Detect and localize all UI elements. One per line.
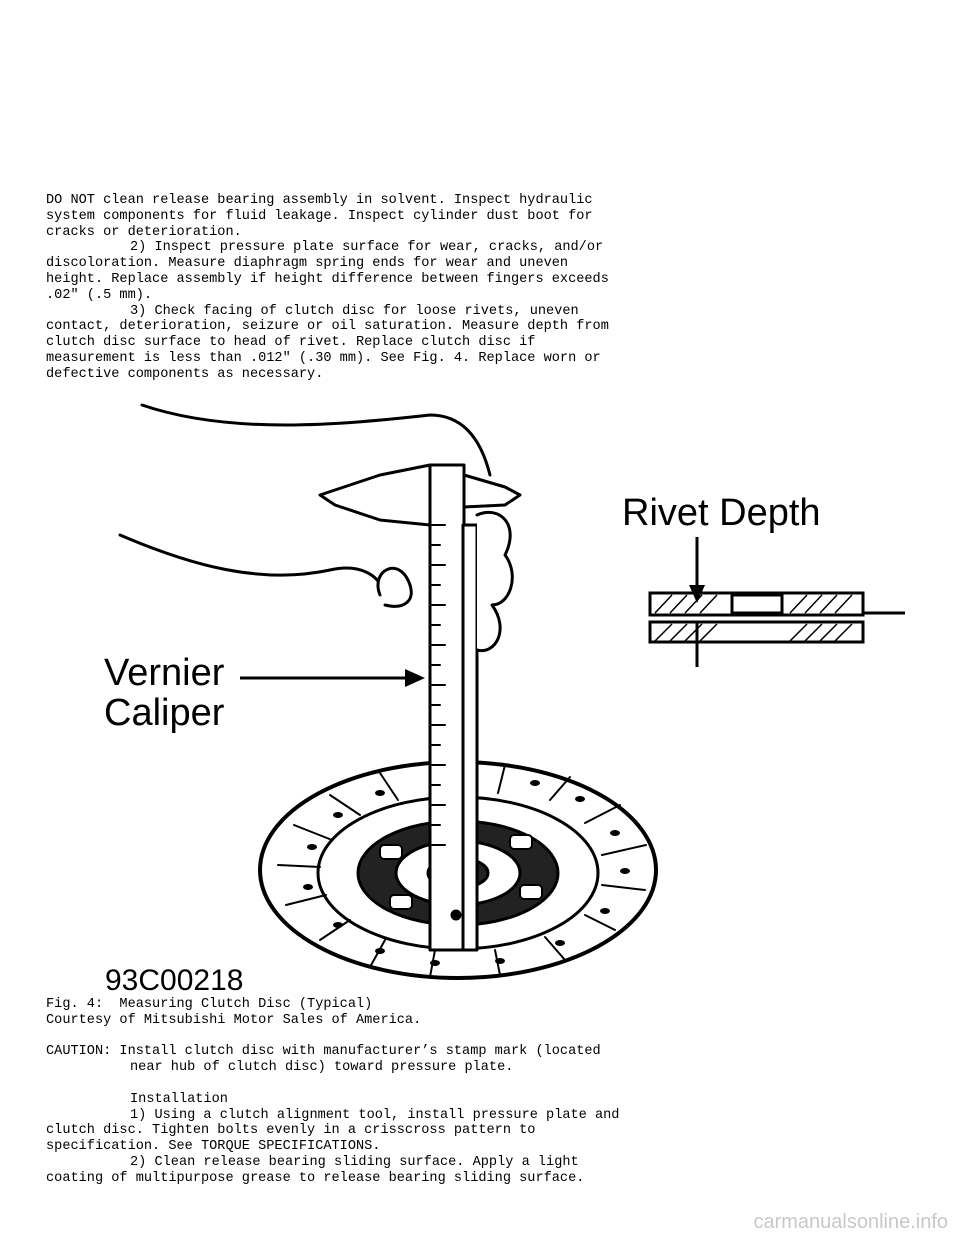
text-line: cracks or deterioration.: [46, 224, 242, 240]
text-line: coating of multipurpose grease to releas…: [46, 1170, 585, 1186]
text-line: height. Replace assembly if height diffe…: [46, 271, 609, 287]
text-line: defective components as necessary.: [46, 366, 324, 382]
text-line: [46, 1076, 619, 1092]
vernier-caliper-label-line2: Caliper: [104, 692, 225, 734]
text-line: clutch disc. Tighten bolts evenly in a c…: [46, 1123, 536, 1139]
text-line: clutch disc surface to head of rivet. Re…: [46, 335, 536, 351]
text-line: Installation: [130, 1091, 228, 1107]
procedure-text-top: DO NOT clean release bearing assembly in…: [46, 193, 609, 383]
vernier-caliper-label-line1: Vernier: [104, 652, 225, 694]
figure-code: 93C00218: [105, 964, 244, 997]
clutch-disc-measurement-illustration: [118, 403, 905, 980]
text-line: contact, deterioration, seizure or oil s…: [46, 319, 609, 335]
text-line: system components for fluid leakage. Ins…: [46, 208, 593, 224]
watermark: carmanualsonline.info: [753, 1211, 948, 1233]
text-line: specification. See TORQUE SPECIFICATIONS…: [46, 1139, 381, 1155]
text-line: near hub of clutch disc) toward pressure…: [130, 1060, 514, 1076]
text-line: [46, 1029, 619, 1045]
text-line: discoloration. Measure diaphragm spring …: [46, 256, 569, 272]
rivet-depth-label: Rivet Depth: [622, 492, 821, 534]
procedure-text-bottom: Fig. 4: Measuring Clutch Disc (Typical)C…: [46, 997, 619, 1187]
text-line: Courtesy of Mitsubishi Motor Sales of Am…: [46, 1012, 422, 1028]
text-line: 2) Clean release bearing sliding surface…: [130, 1154, 579, 1170]
text-line: DO NOT clean release bearing assembly in…: [46, 193, 593, 208]
text-line: 3) Check facing of clutch disc for loose…: [130, 303, 579, 319]
text-line: .02" (.5 mm).: [46, 287, 153, 303]
text-line: 1) Using a clutch alignment tool, instal…: [130, 1107, 620, 1123]
text-line: CAUTION: Install clutch disc with manufa…: [46, 1044, 601, 1060]
text-line: 2) Inspect pressure plate surface for we…: [130, 240, 604, 256]
text-line: measurement is less than .012" (.30 mm).…: [46, 350, 601, 366]
text-line: Fig. 4: Measuring Clutch Disc (Typical): [46, 997, 373, 1012]
